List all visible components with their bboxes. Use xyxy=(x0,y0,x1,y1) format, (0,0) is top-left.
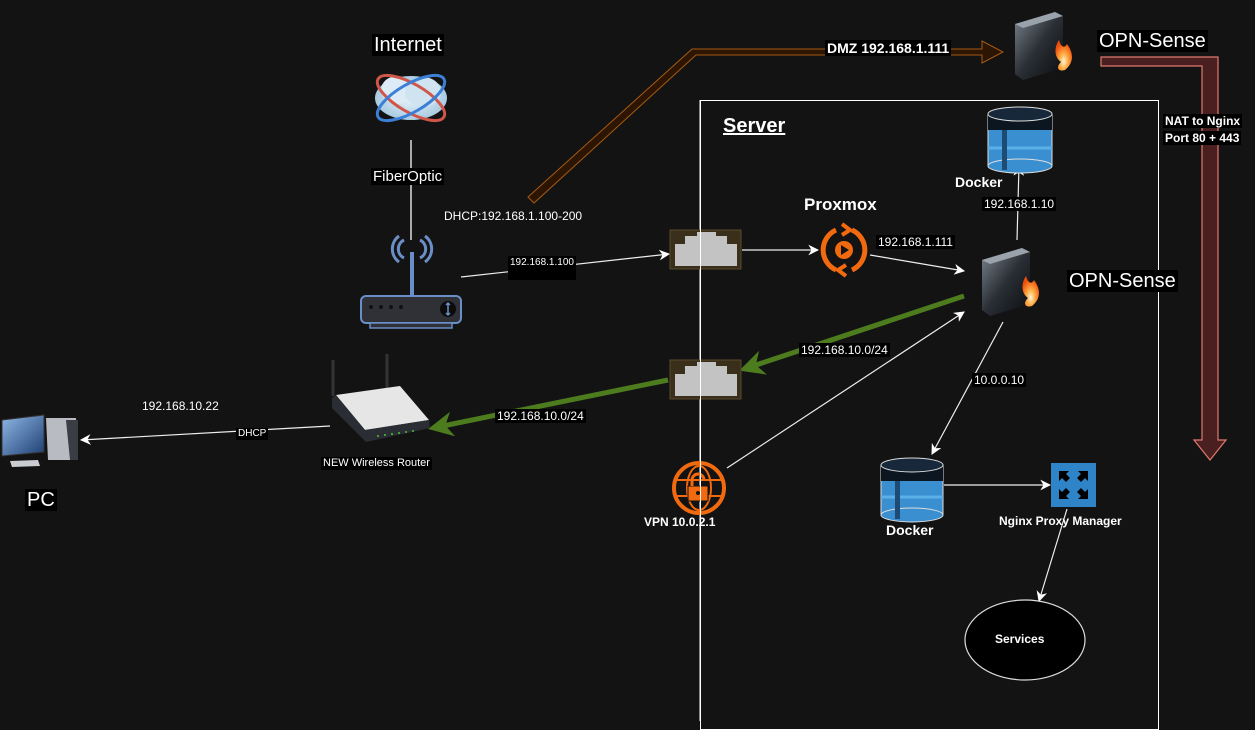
opnsense-top-label: OPN-Sense xyxy=(1097,30,1208,52)
wireless-router-label: NEW Wireless Router xyxy=(321,457,432,470)
lan-link-nic-router xyxy=(428,377,669,437)
nat-label-line2: Port 80 + 443 xyxy=(1163,131,1242,145)
ethernet-port-icon[interactable] xyxy=(669,229,742,270)
cloud-globe-icon xyxy=(375,73,447,123)
pc-label: PC xyxy=(25,489,57,511)
wan-ip-label: 192.168.1.100 xyxy=(508,256,576,280)
nginx-services-link xyxy=(1036,508,1068,603)
nginx-label: Nginx Proxy Manager xyxy=(999,514,1122,528)
wireless-router-icon[interactable] xyxy=(331,354,430,442)
docker-bottom-label: Docker xyxy=(886,522,934,538)
desktop-pc-icon[interactable] xyxy=(1,414,78,467)
docker-top-label: Docker xyxy=(955,174,1003,190)
opnsense-vm-label: OPN-Sense xyxy=(1067,270,1178,292)
expand-arrows-icon[interactable] xyxy=(1051,463,1096,507)
proxmox-label: Proxmox xyxy=(804,195,877,214)
database-icon[interactable] xyxy=(880,457,944,523)
pc-ip-label: 192.168.10.22 xyxy=(142,399,219,413)
docker-top-ip-label: 192.168.1.10 xyxy=(982,197,1057,211)
services-node[interactable] xyxy=(964,599,1086,681)
internet-label: Internet xyxy=(372,34,444,56)
dhcp-range-label: DHCP:192.168.1.100-200 xyxy=(444,209,583,223)
opnsense-docker-link xyxy=(931,321,1004,455)
firewall-icon[interactable] xyxy=(982,248,1039,316)
proxmox-icon[interactable] xyxy=(820,222,868,278)
database-icon[interactable] xyxy=(987,106,1053,174)
fiber-label: FiberOptic xyxy=(371,168,445,185)
lan-subnet-label-b: 192.168.10.0/24 xyxy=(495,409,586,423)
vpn-globe-lock-icon[interactable] xyxy=(672,461,726,515)
dmz-label: DMZ 192.168.1.111 xyxy=(825,40,952,56)
ethernet-port-icon[interactable] xyxy=(669,359,742,400)
nat-arrow xyxy=(1100,56,1228,461)
pc-link-label: DHCP xyxy=(236,428,269,440)
router-pc-link xyxy=(79,425,331,445)
lan-link-opnsense-nic xyxy=(739,293,965,375)
proxmox-ip-label: 192.168.1.111 xyxy=(876,235,955,249)
services-label: Services xyxy=(995,632,1045,646)
wifi-router-icon xyxy=(360,234,462,329)
proxmox-opnsense-link xyxy=(869,254,966,275)
vpn-opnsense-link xyxy=(726,311,965,469)
firewall-icon[interactable] xyxy=(1015,12,1072,80)
vpn-label: VPN 10.0.2.1 xyxy=(644,515,716,529)
server-title: Server xyxy=(723,115,786,137)
nat-label-line1: NAT to Nginx xyxy=(1163,114,1243,128)
server-container xyxy=(700,100,1159,730)
docker-ip-label: 10.0.0.10 xyxy=(972,373,1027,387)
lan-subnet-label-a: 192.168.10.0/24 xyxy=(799,343,890,357)
